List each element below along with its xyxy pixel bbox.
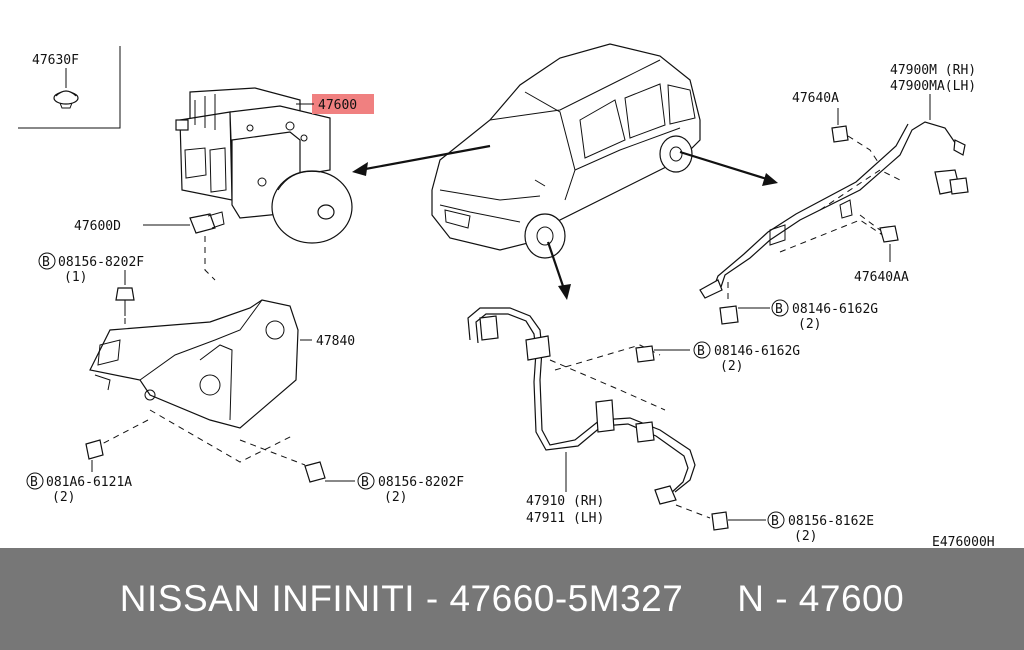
bolt-08156-8202f-bottom: B 08156-8202F (2) (239, 439, 464, 505)
pointer-arrows (352, 144, 778, 300)
bolt-47640aa: 47640AA (854, 214, 909, 285)
label-47630f: 47630F (32, 53, 79, 68)
bracket-47840: 47840 (89, 299, 355, 463)
part-number-banner: NISSAN INFINITI - 47660-5M327 N - 47600 (0, 548, 1024, 650)
label-47640aa: 47640AA (854, 270, 909, 285)
label-08146-6162g-a: 08146-6162G (792, 302, 878, 317)
bolt-08146-6162g-right: B 08146-6162G (2) (719, 282, 878, 332)
parts-diagram: 47630F 47600 47600D (18, 43, 995, 548)
bolt-symbol: B (775, 302, 783, 317)
bolt-081a6-6121a: B 081A6-6121A (2) (26, 419, 149, 505)
bolt-08146-6162g-middle: B 08146-6162G (2) (635, 341, 800, 374)
label-47600-group: 47600 (296, 94, 374, 114)
label-47900m: 47900M (RH) (890, 63, 976, 78)
part-number-text: NISSAN INFINITI - 47660-5M327 N - 47600 (119, 578, 905, 619)
bolt-symbol: B (697, 344, 705, 359)
label-08156-8202f-a: 08156-8202F (58, 255, 144, 270)
highlight-box (312, 94, 374, 114)
bolt-symbol: B (361, 475, 369, 490)
rear-sensor-47900m: 47900M (RH) 47900MA(LH) (699, 63, 976, 299)
qty-2: (2) (798, 317, 821, 332)
label-47640a: 47640A (792, 91, 839, 106)
abs-actuator-unit (175, 87, 353, 244)
bolt-47640a: 47640A (792, 91, 881, 166)
label-08156-8202f-b: 08156-8202F (378, 475, 464, 490)
label-47911: 47911 (LH) (526, 511, 604, 526)
qty-2: (2) (384, 490, 407, 505)
bolt-symbol: B (771, 514, 779, 529)
car-illustration (431, 43, 701, 259)
label-47600: 47600 (318, 98, 357, 113)
label-47840: 47840 (316, 334, 355, 349)
label-08156-8162e: 08156-8162E (788, 514, 874, 529)
bolt-08156-8162e: B 08156-8162E (2) (675, 504, 874, 544)
bolt-symbol: B (42, 255, 50, 270)
bolt-symbol: B (30, 475, 38, 490)
label-08146-6162g-b: 08146-6162G (714, 344, 800, 359)
label-081a6-6121a: 081A6-6121A (46, 475, 132, 490)
qty-1: (1) (64, 270, 87, 285)
bolt-08156-8202f-top: B 08156-8202F (1) (38, 252, 144, 335)
qty-2: (2) (720, 359, 743, 374)
qty-2: (2) (52, 490, 75, 505)
qty-2: (2) (794, 529, 817, 544)
diagram-code: E476000H (932, 535, 995, 548)
label-47910: 47910 (RH) (526, 494, 604, 509)
front-sensor-47910: 47910 (RH) 47911 (LH) (467, 307, 696, 526)
label-47600d: 47600D (74, 219, 121, 234)
label-47900ma: 47900MA(LH) (890, 79, 976, 94)
bolt-47600d: 47600D (74, 211, 225, 281)
inset-47630f: 47630F (18, 46, 121, 129)
